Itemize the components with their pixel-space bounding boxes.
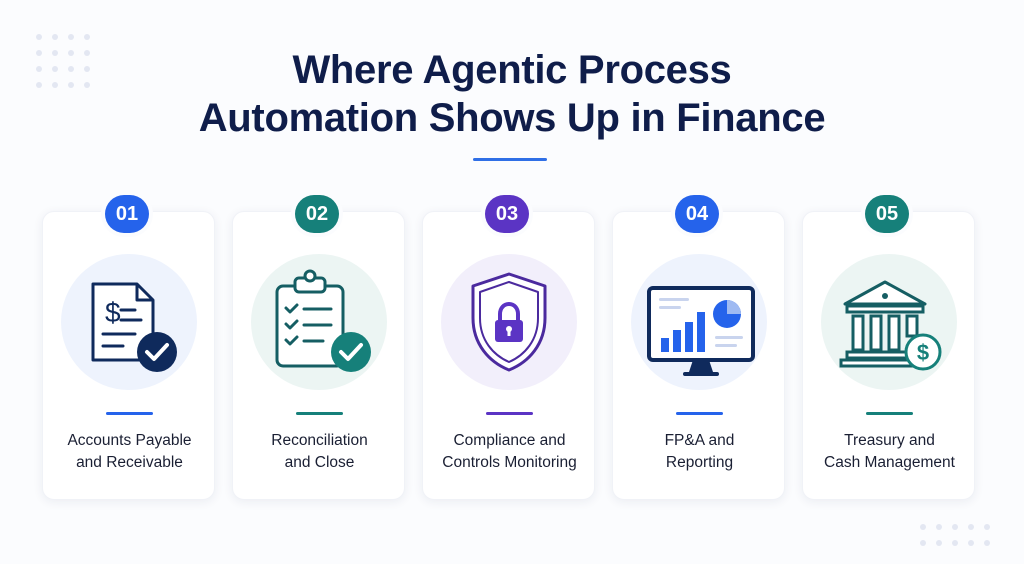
step-badge-03: 03 — [485, 195, 529, 233]
card-label-line-1: FP&A and — [664, 432, 735, 449]
title-line-1: Where Agentic Process — [292, 48, 732, 92]
clipboard-check-icon — [275, 269, 371, 372]
title-line-2: Automation Shows Up in Finance — [198, 96, 826, 140]
invoice-check-icon: $ — [91, 282, 177, 372]
svg-text:$: $ — [917, 340, 929, 365]
card-fpa-reporting: FP&A and Reporting — [612, 211, 785, 500]
card-label: Reconciliation and Close — [239, 430, 400, 474]
card-label-line-2: Reporting — [665, 454, 734, 471]
card-label: Compliance and Controls Monitoring — [429, 430, 590, 474]
card-label: Treasury and Cash Management — [809, 430, 970, 474]
card-label-line-2: Cash Management — [824, 454, 955, 471]
page-title: Where Agentic Process Automation Shows U… — [0, 46, 1024, 142]
card-label-line-1: Accounts Payable — [67, 432, 192, 449]
card-divider — [676, 412, 723, 415]
card-label: Accounts Payable and Receivable — [49, 430, 210, 474]
card-label-line-1: Reconciliation — [271, 432, 368, 449]
card-label-line-2: and Receivable — [76, 454, 183, 471]
step-badge-05: 05 — [865, 195, 909, 233]
card-divider — [106, 412, 153, 415]
card-divider — [486, 412, 533, 415]
svg-text:$: $ — [105, 297, 121, 328]
card-divider — [866, 412, 913, 415]
step-badge-02: 02 — [295, 195, 339, 233]
card-reconciliation: Reconciliation and Close — [232, 211, 405, 500]
card-compliance: Compliance and Controls Monitoring — [422, 211, 595, 500]
card-label-line-1: Treasury and — [844, 432, 935, 449]
bank-dollar-icon: $ — [839, 280, 942, 371]
decorative-dots-top-left — [36, 34, 90, 88]
card-divider — [296, 412, 343, 415]
card-treasury: $ Treasury and Cash Management — [802, 211, 975, 500]
decorative-dots-bottom-right — [920, 524, 990, 546]
title-underline — [473, 158, 547, 161]
card-label-line-1: Compliance and — [453, 432, 566, 449]
step-badge-04: 04 — [675, 195, 719, 233]
shield-lock-icon — [471, 272, 547, 372]
card-label: FP&A and Reporting — [619, 430, 780, 474]
monitor-chart-icon — [647, 286, 755, 376]
card-accounts-payable: $ Accounts Payable and Receivable — [42, 211, 215, 500]
card-label-line-2: Controls Monitoring — [442, 454, 577, 471]
step-badge-01: 01 — [105, 195, 149, 233]
card-label-line-2: and Close — [284, 454, 355, 471]
